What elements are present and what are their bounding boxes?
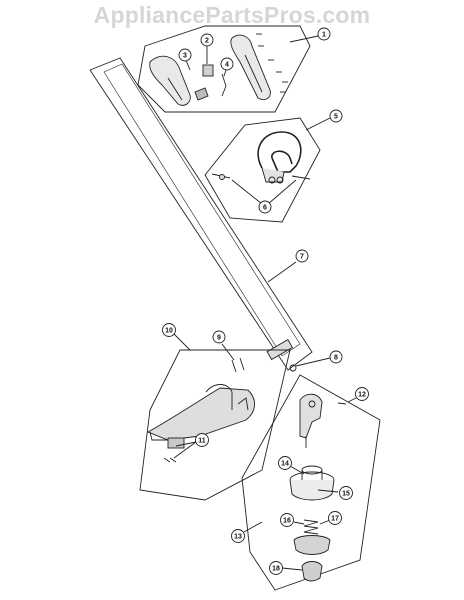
- gear-screw: [337, 402, 347, 405]
- callout-4: 4: [220, 57, 234, 71]
- callout-6: 6: [258, 200, 272, 214]
- svg-text:3: 3: [183, 53, 187, 60]
- front-handle-loop: [257, 131, 302, 173]
- svg-text:18: 18: [272, 566, 280, 573]
- spool-housing: [293, 535, 331, 555]
- svg-text:11: 11: [198, 438, 206, 445]
- trigger-part: [194, 87, 209, 101]
- svg-text:14: 14: [281, 461, 289, 468]
- front-handle-outline: [204, 117, 321, 223]
- callout-2: 2: [200, 33, 214, 47]
- front-handle-group: [204, 117, 331, 223]
- housing-group: [139, 333, 291, 501]
- svg-text:12: 12: [358, 392, 366, 399]
- callout-13: 13: [231, 529, 245, 543]
- svg-text:2: 2: [205, 38, 209, 45]
- svg-text:8: 8: [334, 355, 338, 362]
- svg-text:4: 4: [225, 62, 229, 69]
- trimmer-head-group: [241, 374, 381, 591]
- svg-text:1: 1: [322, 32, 326, 39]
- callout-labels: 1 2 3 4 5 6 7 8 9 10 11 12 13 14 15 16 1…: [162, 27, 369, 575]
- callout-12: 12: [355, 387, 369, 401]
- motor-housing: [146, 387, 255, 441]
- callout-9: 9: [212, 330, 226, 344]
- svg-text:10: 10: [165, 328, 173, 335]
- callout-14: 14: [278, 456, 292, 470]
- bump-knob: [301, 561, 323, 582]
- callout-7: 7: [295, 249, 309, 263]
- spring-part: [221, 73, 227, 97]
- svg-text:6: 6: [263, 205, 267, 212]
- svg-text:16: 16: [283, 518, 291, 525]
- shaft-group: [89, 57, 331, 372]
- switch-part: [202, 64, 214, 77]
- callout-3: 3: [178, 48, 192, 62]
- trimmer-head-outline: [241, 374, 381, 591]
- callout-18: 18: [269, 561, 283, 575]
- shaft-outline: [89, 57, 313, 371]
- watermark-text: AppliancePartsPros.com: [93, 2, 371, 28]
- gear-head: [299, 393, 323, 439]
- callout-16: 16: [280, 513, 294, 527]
- svg-text:9: 9: [217, 335, 221, 342]
- svg-text:7: 7: [300, 254, 304, 261]
- guard-bracket: [167, 437, 185, 449]
- callout-8: 8: [329, 350, 343, 364]
- callout-1: 1: [317, 27, 331, 41]
- callout-5: 5: [329, 109, 343, 123]
- svg-text:17: 17: [331, 516, 339, 523]
- callout-10: 10: [162, 323, 176, 337]
- svg-text:13: 13: [234, 534, 242, 541]
- housing-outline: [139, 349, 291, 501]
- callout-15: 15: [339, 486, 353, 500]
- upper-handle-outline: [137, 25, 311, 113]
- callout-17: 17: [328, 511, 342, 525]
- spring: [303, 519, 319, 535]
- callout-11: 11: [195, 433, 209, 447]
- svg-text:5: 5: [334, 114, 338, 121]
- spool: [289, 479, 335, 501]
- svg-text:15: 15: [342, 491, 350, 498]
- upper-handle-group: [137, 25, 319, 113]
